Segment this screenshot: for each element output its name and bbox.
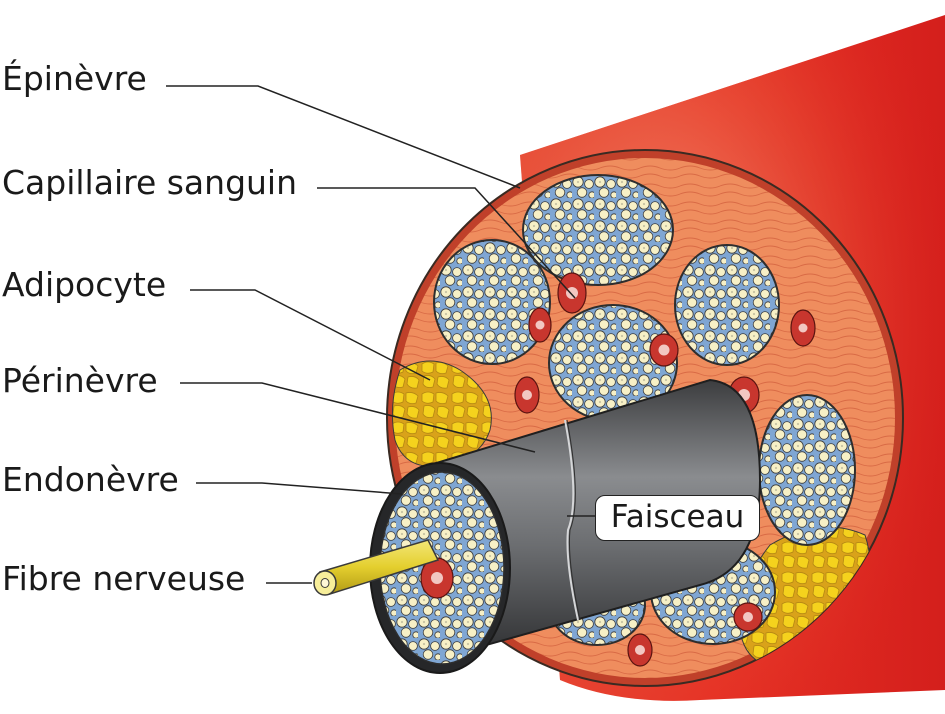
leader-lines [166, 85, 595, 584]
label-adipocyte: Adipocyte [2, 265, 167, 304]
label-perinevre: Périnèvre [2, 361, 158, 400]
label-fibre-nerveuse: Fibre nerveuse [2, 559, 246, 598]
label-endonevre: Endonèvre [2, 460, 179, 499]
label-faisceau-callout: Faisceau [595, 495, 760, 541]
label-epinevre: Épinèvre [2, 59, 147, 98]
label-capillaire-sanguin: Capillaire sanguin [2, 163, 298, 202]
